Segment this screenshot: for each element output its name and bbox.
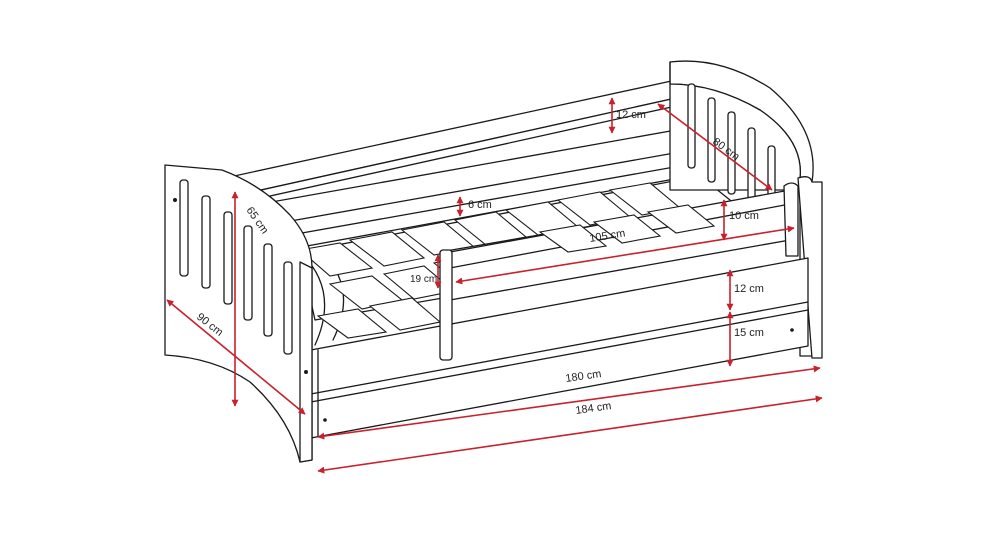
label-mattress-length: 180 cm <box>565 368 602 385</box>
label-guard-height: 10 cm <box>729 210 759 222</box>
dimension-lines <box>166 97 823 474</box>
label-rail-gap: 6 cm <box>468 199 492 211</box>
dim-line-total-width <box>166 299 306 415</box>
dim-line-total-length <box>317 395 823 474</box>
footboard-bolt-top <box>173 198 177 202</box>
label-total-length: 184 cm <box>575 400 612 417</box>
label-front-panel: 12 cm <box>734 283 764 295</box>
footboard-bolt-bottom <box>304 370 308 374</box>
label-guard-drop: 19 cm <box>410 274 437 285</box>
dim-line-guard-length <box>455 225 795 285</box>
back-rail <box>224 79 681 251</box>
left-footboard <box>164 164 313 463</box>
drawer-handle-left <box>323 418 327 422</box>
label-top-rail: 12 cm <box>616 109 646 121</box>
drawer-handle-right <box>790 328 794 332</box>
label-guard-length: 105 cm <box>589 227 627 244</box>
dim-line-headboard-width <box>657 103 773 191</box>
label-drawer-height: 15 cm <box>734 327 764 339</box>
